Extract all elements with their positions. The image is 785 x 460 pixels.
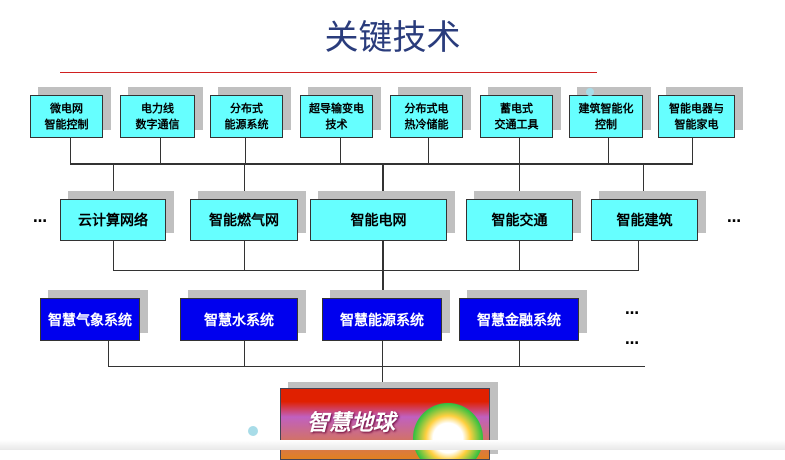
connector — [113, 241, 114, 270]
bullet-dot — [248, 426, 258, 436]
connector — [340, 138, 341, 163]
ellipsis-bottom-1: … — [625, 302, 641, 318]
system-box-weather: 智慧气象系统 — [40, 298, 140, 341]
connector — [70, 138, 71, 163]
tech-box-microgrid: 微电网 智能控制 — [30, 95, 103, 138]
domain-box-smart-grid: 智能电网 — [310, 199, 447, 241]
domain-box-transport: 智能交通 — [466, 199, 573, 241]
ellipsis-bottom-2: … — [625, 332, 641, 348]
domain-box-gas: 智能燃气网 — [190, 199, 298, 241]
connector — [519, 138, 520, 199]
connector — [160, 138, 161, 163]
bullet-dot — [586, 88, 594, 96]
middle-bus-line — [113, 270, 639, 271]
tech-box-building-control: 建筑智能化 控制 — [569, 95, 643, 138]
system-box-water: 智慧水系统 — [180, 298, 298, 341]
connector — [382, 341, 383, 388]
tech-box-distributed-energy: 分布式 能源系统 — [210, 95, 283, 138]
tech-box-smart-appliances: 智能电器与 智能家电 — [658, 95, 735, 138]
ellipsis-right: … — [727, 210, 743, 226]
domain-box-building: 智能建筑 — [591, 199, 698, 241]
connector — [244, 163, 245, 199]
smart-earth-label: 智慧地球 — [307, 411, 396, 436]
domain-box-cloud: 云计算网络 — [60, 199, 166, 241]
connector — [113, 163, 114, 199]
bottom-bar — [0, 440, 785, 450]
connector — [382, 241, 384, 298]
connector — [692, 138, 693, 163]
connector — [643, 163, 644, 199]
system-box-energy: 智慧能源系统 — [322, 298, 442, 341]
tech-box-ev: 蓄电式 交通工具 — [480, 95, 553, 138]
connector — [245, 138, 246, 163]
tech-box-storage: 分布式电 热冷储能 — [390, 95, 463, 138]
connector — [519, 341, 520, 366]
ellipsis-left: … — [33, 210, 49, 226]
connector — [428, 138, 429, 163]
top-bus-line — [70, 163, 693, 165]
connector — [519, 241, 520, 270]
connector — [244, 341, 245, 366]
bottom-bus-line — [108, 366, 645, 367]
slide-title: 关键技术 — [324, 18, 461, 58]
connector — [608, 138, 609, 163]
title-underline — [60, 72, 597, 73]
globe-icon — [413, 403, 483, 459]
system-box-finance: 智慧金融系统 — [459, 298, 579, 341]
tech-box-plc: 电力线 数字通信 — [120, 95, 195, 138]
connector — [638, 241, 639, 270]
connector — [244, 241, 245, 270]
tech-box-superconducting: 超导输变电 技术 — [300, 95, 373, 138]
connector — [108, 341, 109, 366]
connector — [382, 163, 384, 199]
